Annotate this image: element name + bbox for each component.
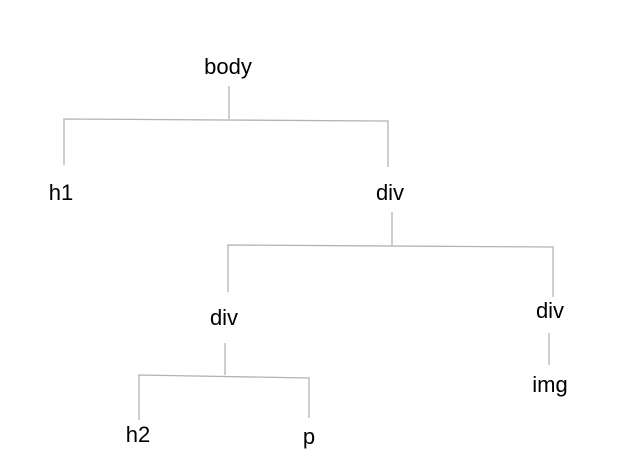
edge-div-children xyxy=(227,244,554,297)
node-div-left: div xyxy=(209,305,239,330)
edge-body-children xyxy=(63,118,389,167)
node-h1: h1 xyxy=(48,180,74,205)
node-p: p xyxy=(302,424,316,449)
node-div-right: div xyxy=(535,298,565,323)
edge-div-left-children xyxy=(138,374,310,420)
node-img: img xyxy=(532,372,568,397)
node-h2: h2 xyxy=(125,422,151,447)
node-div-main: div xyxy=(375,180,405,205)
node-body: body xyxy=(204,54,252,79)
